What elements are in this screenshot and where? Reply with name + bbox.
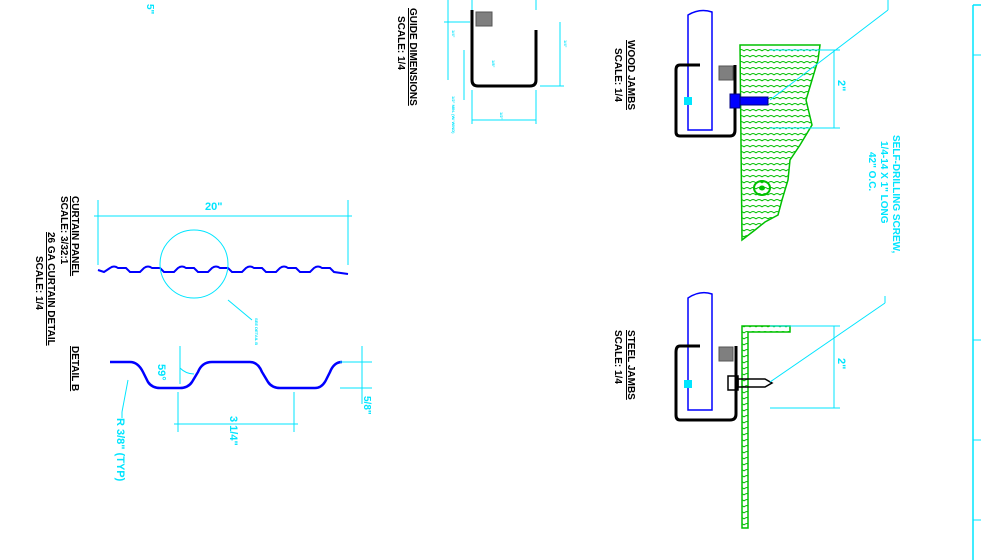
guide-title: GUIDE DIMENSIONS <box>407 8 418 106</box>
curtain-panel-profile <box>97 265 349 275</box>
wood-guide-channel <box>674 63 737 138</box>
steel-screw-shank <box>737 378 774 388</box>
title-block-frame <box>972 4 981 560</box>
steel-jambs-detail: 2" STEEL JAMBS SCALE: 1/4 <box>612 291 886 529</box>
guide-dim-4: 1/2" <box>499 112 504 120</box>
guide-dimensions-detail: 1/4" 1/8" 1/4" 1/2" 1/2" MIN. (W/ WIND) … <box>395 0 568 134</box>
wood-block <box>718 65 734 81</box>
detail-b-radius: R 3/8" (TYP) <box>114 418 126 482</box>
wood-jambs-title: WOOD JAMBS <box>625 40 636 110</box>
wood-screw-head <box>729 93 741 109</box>
curtain-detail-scale: SCALE: 1/4 <box>33 256 44 310</box>
steel-guide-channel <box>674 344 738 422</box>
wood-knot <box>753 180 771 196</box>
wood-leader <box>769 9 889 101</box>
steel-block <box>718 346 734 362</box>
detail-b-angle: 59° <box>155 364 167 381</box>
wood-member <box>739 44 821 242</box>
screw-note: SELF-DRILLING SCREW, 1/4-14 X 1" LONG 42… <box>866 135 901 303</box>
guide-block <box>475 11 493 27</box>
detail-b: 59° 3 1/4" 5/8" R 3/8" (TYP) DETAIL B <box>69 346 372 482</box>
curtain-detail-title: 26 GA CURTAIN DETAIL <box>45 232 56 346</box>
guide-channel <box>470 10 538 88</box>
wood-screw-shank <box>739 96 769 106</box>
detail-b-callout-circle <box>159 229 229 299</box>
wood-seal <box>684 97 692 105</box>
steel-jambs-title: STEEL JAMBS <box>625 330 636 400</box>
see-detail-label: SEE DETAIL B <box>254 318 259 345</box>
angle-arc <box>179 367 195 375</box>
steel-seal <box>684 380 692 388</box>
steel-angle <box>741 325 791 529</box>
guide-dim-2: 1/8" <box>491 60 496 68</box>
guide-dim-3: 1/4" <box>563 40 568 48</box>
curtain-panel-title: CURTAIN PANEL <box>69 196 80 276</box>
curtain-panel-detail: 20" SEE DETAIL B CURTAIN PANEL SCALE: 3/… <box>33 196 352 346</box>
curtain-panel-dim: 20" <box>205 201 222 213</box>
guide-note: 1/2" MIN. (W/ WIND) <box>451 96 456 134</box>
guide-scale: SCALE: 1/4 <box>395 16 406 70</box>
steel-jambs-scale: SCALE: 1/4 <box>612 330 623 384</box>
wood-door-panel <box>687 9 713 131</box>
curtain-panel-scale: SCALE: 3/32:1 <box>58 196 69 265</box>
detail-b-title: DETAIL B <box>69 346 80 391</box>
detail-b-profile <box>110 360 343 390</box>
screw-note-line2: 1/4-14 X 1" LONG <box>878 141 889 224</box>
detail-b-height: 5/8" <box>361 396 372 415</box>
wood-jambs-scale: SCALE: 1/4 <box>612 48 623 102</box>
steel-dim: 2" <box>835 358 847 369</box>
screw-note-line3: 42" O.C. <box>866 152 877 191</box>
wood-dim: 2" <box>835 80 847 91</box>
wood-jambs-detail: 2" WOOD JAMBS SCALE: 1/4 <box>612 0 889 242</box>
guide-dim-1: 1/4" <box>451 30 456 38</box>
steel-leader <box>769 302 886 383</box>
screw-note-line1: SELF-DRILLING SCREW, <box>890 135 901 254</box>
top-left-fragment: 5" <box>144 4 155 15</box>
steel-door-panel <box>687 291 713 411</box>
detail-b-pitch: 3 1/4" <box>227 416 239 446</box>
